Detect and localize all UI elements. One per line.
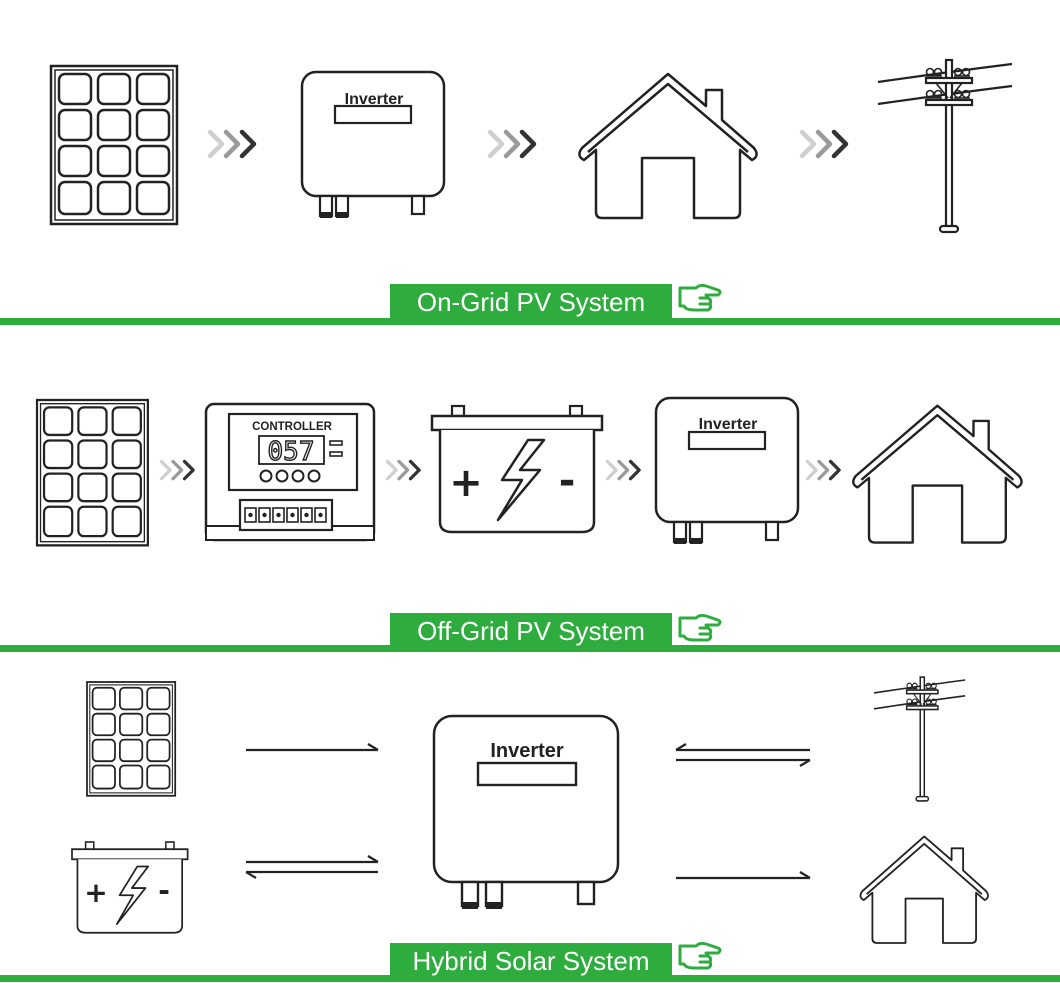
chevron-arrows-icon [605, 459, 641, 481]
battery-plus: + [84, 876, 107, 909]
section-divider [0, 318, 1060, 325]
chevron-arrows-icon [802, 132, 846, 156]
inverter-label: Inverter [490, 740, 564, 762]
inverter-label: Inverter [345, 91, 404, 108]
utility-pole-icon [873, 676, 966, 802]
solar-panel-icon [86, 681, 177, 797]
chevron-arrows-icon [159, 459, 195, 481]
chevron-arrows-icon [805, 459, 841, 481]
flow-arrow [246, 743, 379, 752]
battery-minus: - [559, 458, 576, 504]
pointing-hand-icon [678, 283, 722, 312]
hybrid-title: Hybrid Solar System [390, 943, 672, 979]
inverter-icon [432, 714, 620, 909]
utility-pole-icon [876, 58, 1014, 234]
bidirectional-arrow [675, 743, 811, 767]
chevron-arrows-icon [385, 459, 421, 481]
pointing-hand-icon [678, 941, 722, 970]
house-icon [852, 404, 1023, 544]
battery-plus: + [449, 460, 483, 506]
chevron-arrows-icon [210, 132, 254, 156]
charge-controller-icon [204, 402, 376, 542]
house-icon [859, 835, 989, 944]
pointing-hand-icon [678, 613, 722, 642]
solar-panel-icon [49, 64, 179, 226]
flow-arrow [676, 871, 811, 880]
inverter-label: Inverter [699, 416, 758, 433]
bidirectional-arrow [245, 855, 379, 879]
off-grid-title: Off-Grid PV System [390, 613, 672, 649]
controller-label: CONTROLLER [252, 421, 333, 433]
on-grid-title: On-Grid PV System [390, 284, 672, 320]
battery-minus: - [158, 874, 170, 907]
solar-panel-icon [35, 398, 150, 547]
house-icon [578, 72, 758, 220]
chevron-arrows-icon [490, 132, 534, 156]
controller-display: 057 [268, 437, 315, 467]
